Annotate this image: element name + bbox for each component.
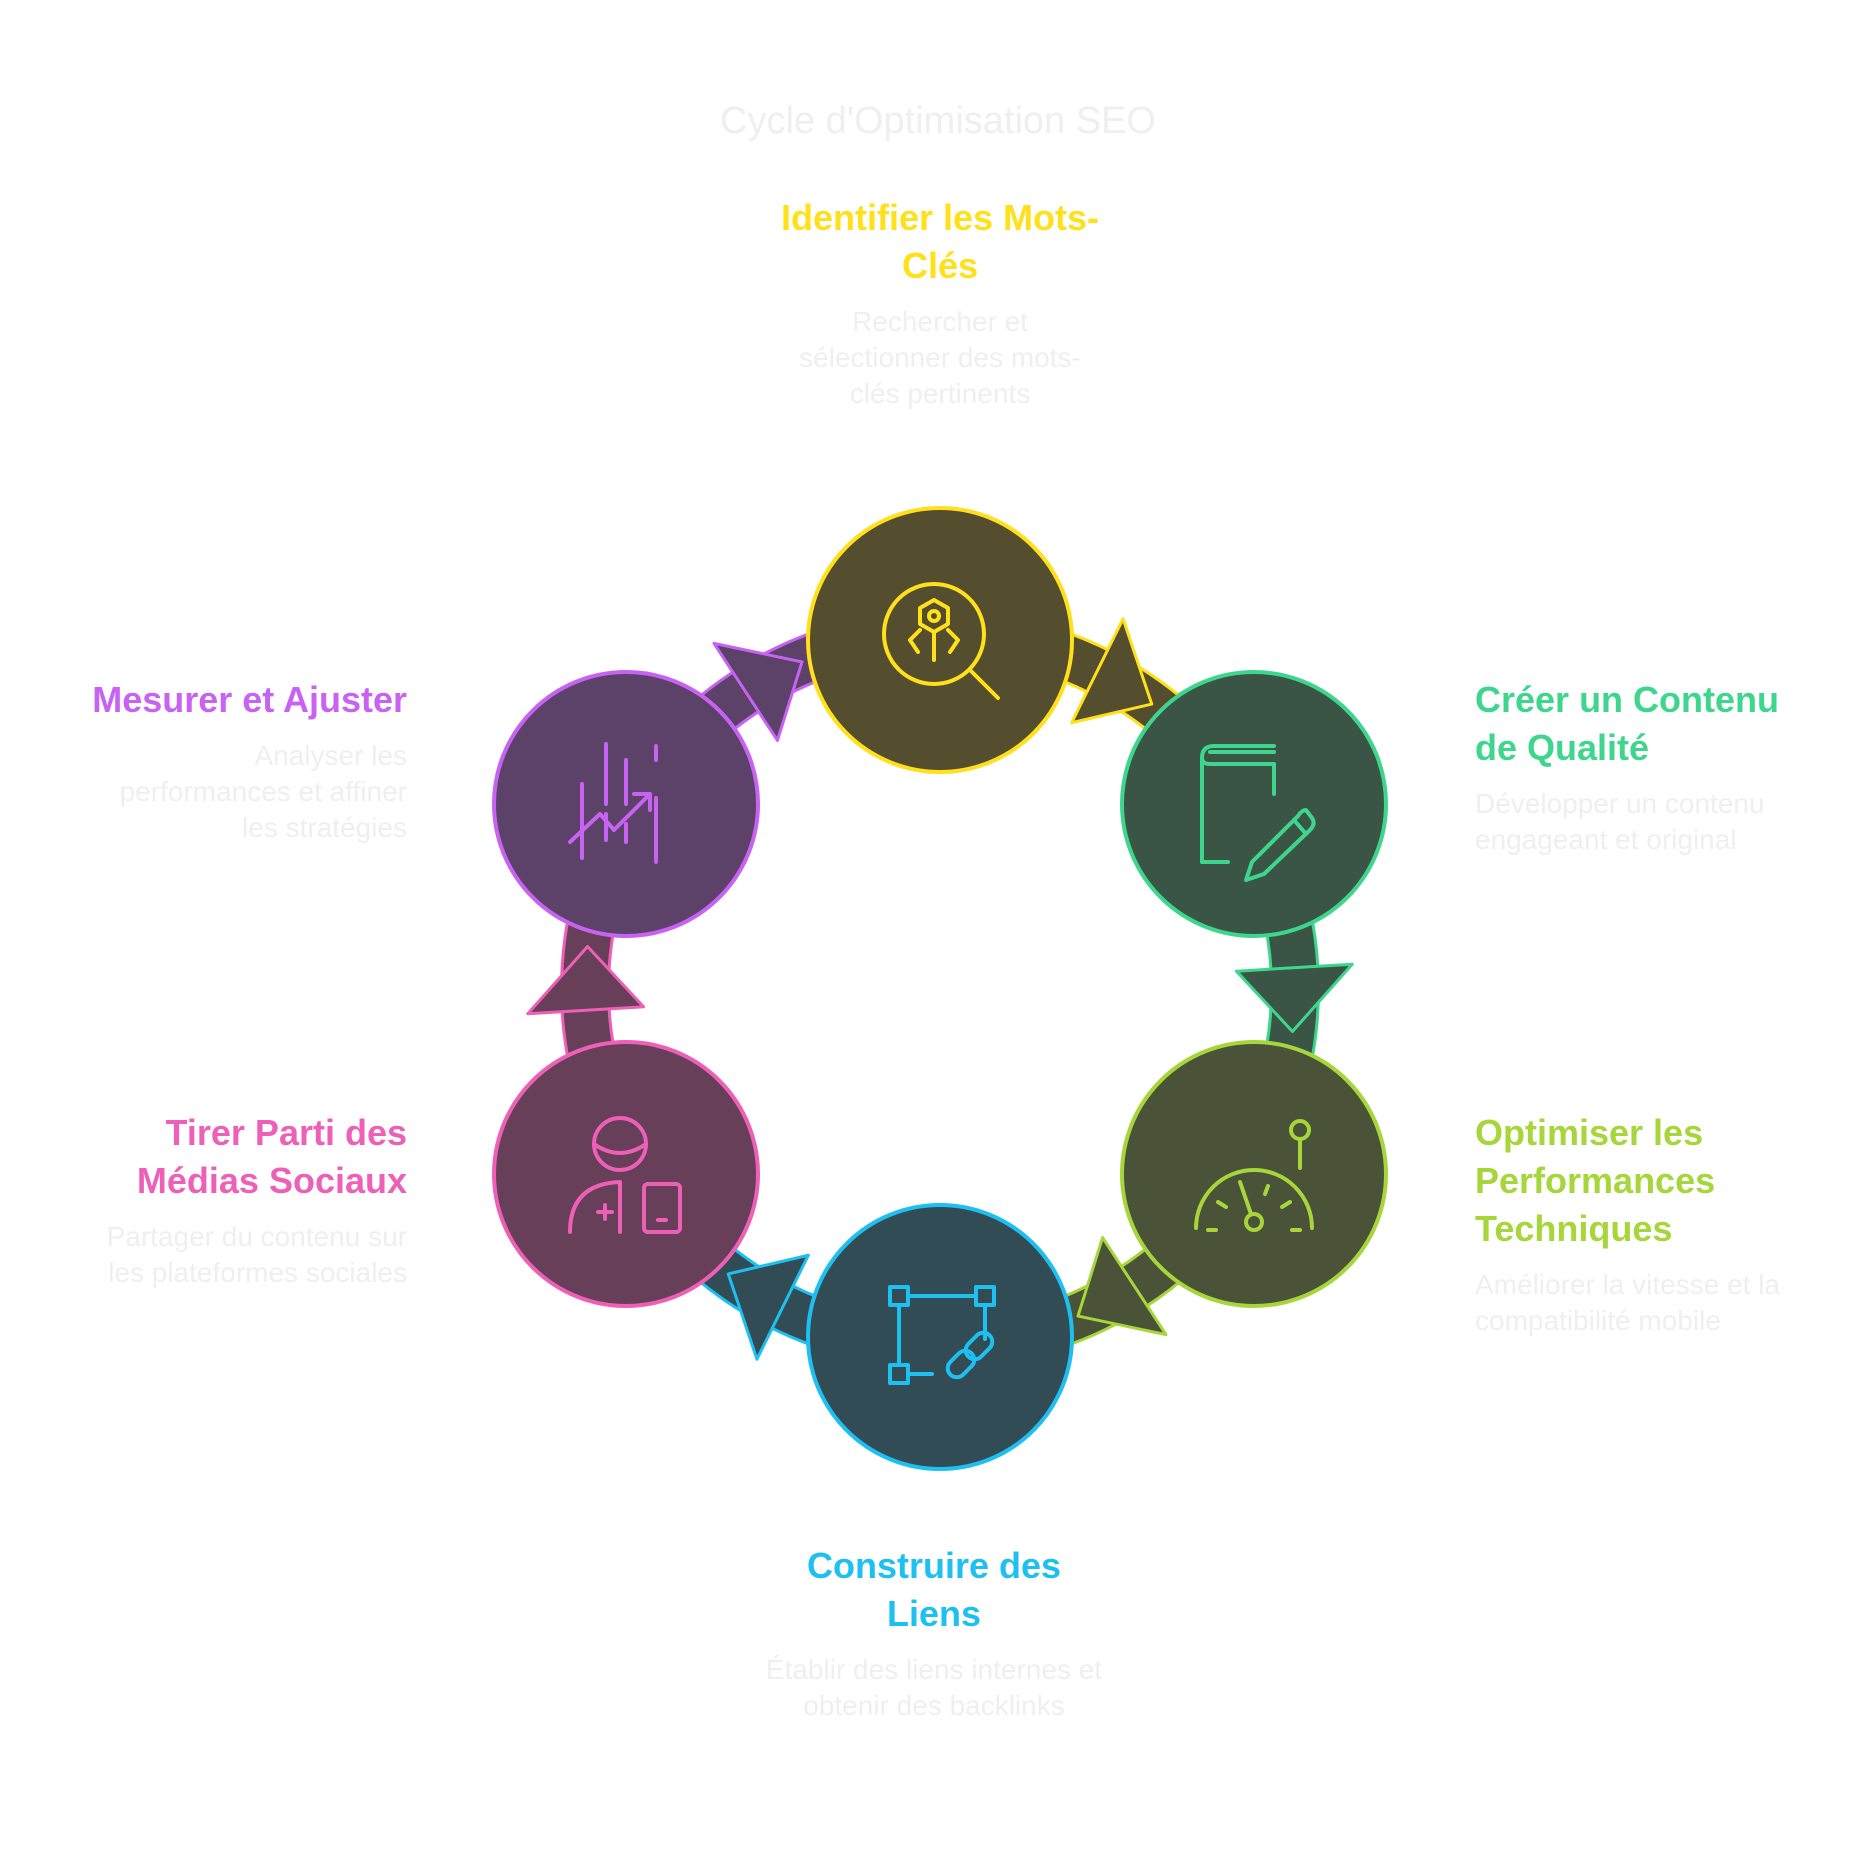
step-node-4 [806,1203,1074,1471]
arrowhead [726,1253,810,1361]
step-4-title: Construire des Liens [806,1545,1062,1634]
step-6-description: Analyser les performances et affiner les… [119,740,407,843]
keyword-search-icon [882,582,1000,700]
step-circle [1120,670,1388,938]
step-6-title: Mesurer et Ajuster [92,679,407,720]
step-1-text: Identifier les Mots-Clés Rechercher et s… [750,194,1130,412]
analytics-chart-icon [568,742,658,864]
step-2-title: Créer un Contenu de Qualité [1475,679,1780,768]
arrowhead [1070,617,1154,725]
notebook-pen-icon [1200,744,1316,882]
cycle-nodes [492,506,1388,1471]
social-user-device-icon [568,1116,682,1234]
step-circle [806,1203,1074,1471]
step-5-title: Tirer Parti des Médias Sociaux [136,1112,407,1201]
arrowhead [1076,1236,1168,1337]
step-1-description: Rechercher et sélectionner des mots-clés… [799,306,1081,409]
step-6-text: Mesurer et Ajuster Analyser les performa… [67,676,407,846]
step-circle [1120,1040,1388,1308]
diagram-title: Cycle d'Optimisation SEO [720,100,1156,142]
step-node-5 [492,1040,760,1308]
step-5-text: Tirer Parti des Médias Sociaux Partager … [67,1109,407,1291]
link-nodes-icon [888,1285,996,1385]
step-1-title: Identifier les Mots-Clés [780,197,1100,286]
step-4-text: Construire des Liens Établir des liens i… [764,1542,1104,1724]
step-node-1 [806,506,1074,774]
step-node-6 [492,670,760,938]
step-node-2 [1120,670,1388,938]
step-circle [492,1040,760,1308]
speedometer-icon [1194,1119,1314,1232]
step-circle [806,506,1074,774]
step-5-description: Partager du contenu sur les plateformes … [106,1221,407,1288]
step-3-title: Optimiser les Performances Techniques [1475,1112,1716,1249]
step-node-3 [1120,1040,1388,1308]
step-4-description: Établir des liens internes et obtenir de… [765,1654,1103,1721]
step-3-text: Optimiser les Performances Techniques Am… [1475,1109,1815,1339]
arrowhead [526,945,646,1016]
step-2-text: Créer un Contenu de Qualité Développer u… [1475,676,1805,858]
step-2-description: Développer un contenu engageant et origi… [1475,788,1765,855]
arrowhead [712,641,804,742]
step-3-description: Améliorer la vitesse et la compatibilité… [1475,1269,1781,1336]
arrowhead [1234,962,1354,1033]
